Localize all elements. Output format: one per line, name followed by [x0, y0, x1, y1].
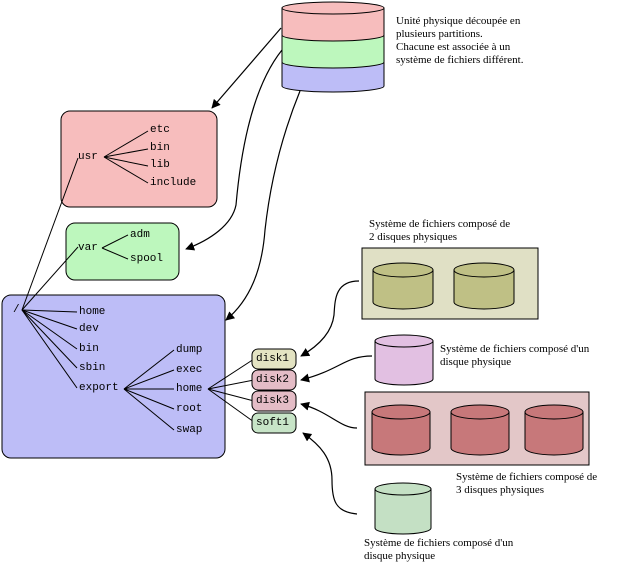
- caption-line: disque physique: [364, 550, 436, 562]
- caption-line: Unité physique découpée en: [396, 15, 521, 27]
- caption-line: Chacune est associée à un: [396, 41, 511, 53]
- tag-disk1: disk1: [256, 353, 290, 365]
- caption-fs-two-disks: Système de fichiers composé de 2 disques…: [369, 218, 510, 244]
- tree-node-dump: dump: [176, 344, 203, 356]
- mount-arrows: [300, 280, 373, 515]
- caption-line: Système de fichiers composé de: [456, 471, 598, 483]
- tree-node-dev: dev: [79, 323, 99, 335]
- disk-tags: [251, 348, 297, 434]
- var-filesystem-box: [65, 222, 180, 281]
- red-disk-2: [450, 404, 510, 456]
- tree-node-root: /: [13, 304, 20, 316]
- lilac-disk: [374, 334, 434, 386]
- caption-line: Système de fichiers composé de: [369, 218, 511, 230]
- tree-node-lib: lib: [150, 159, 170, 171]
- mint-disk: [374, 482, 432, 535]
- tag-soft1: soft1: [256, 417, 290, 429]
- caption-line: système de fichiers différent.: [396, 54, 524, 66]
- tree-node-swap: swap: [176, 424, 203, 436]
- tree-node-export: export: [79, 382, 119, 394]
- caption-fs-three-disks: Système de fichiers composé de 3 disques…: [456, 471, 597, 497]
- var-tree-lines: [101, 234, 129, 260]
- tree-node-include: include: [150, 177, 197, 189]
- caption-line: 2 disques physiques: [369, 231, 457, 243]
- tree-node-home: home: [79, 306, 106, 318]
- olive-disk-1: [372, 262, 434, 310]
- tree-node-bin: bin: [150, 142, 170, 154]
- tree-node-usr: usr: [78, 151, 98, 163]
- caption-fs-one-disk-b: Système de fichiers composé d'un disque …: [364, 537, 513, 563]
- caption-line: Système de fichiers composé d'un: [440, 343, 590, 355]
- usr-tree-lines: [103, 130, 149, 184]
- root-tree-lines: [21, 157, 255, 431]
- tree-node-adm: adm: [130, 229, 150, 241]
- caption-physical-unit: Unité physique découpée en plusieurs par…: [396, 15, 523, 67]
- tree-node-sbin: sbin: [79, 362, 106, 374]
- tree-node-spool: spool: [130, 253, 164, 265]
- red-disk-1: [371, 404, 431, 456]
- partition-arrows: [185, 27, 301, 321]
- caption-line: 3 disques physiques: [456, 484, 544, 496]
- tag-disk3: disk3: [256, 395, 290, 407]
- tree-node-export-home: home: [176, 383, 203, 395]
- caption-line: plusieurs partitions.: [396, 28, 483, 40]
- tree-node-root-dir: root: [176, 403, 203, 415]
- tag-disk2: disk2: [256, 374, 290, 386]
- usr-filesystem-box: [60, 110, 218, 208]
- caption-line: disque physique: [440, 356, 512, 368]
- olive-disk-2: [453, 262, 515, 310]
- caption-fs-one-disk-a: Système de fichiers composé d'un disque …: [440, 343, 589, 369]
- tree-node-bin: bin: [79, 343, 99, 355]
- red-disk-3: [524, 404, 584, 456]
- tree-node-var: var: [78, 242, 98, 254]
- tree-node-etc: etc: [150, 124, 170, 136]
- caption-line: Système de fichiers composé d'un: [364, 537, 514, 549]
- partitioned-disk: [281, 1, 385, 93]
- tree-node-exec: exec: [176, 364, 203, 376]
